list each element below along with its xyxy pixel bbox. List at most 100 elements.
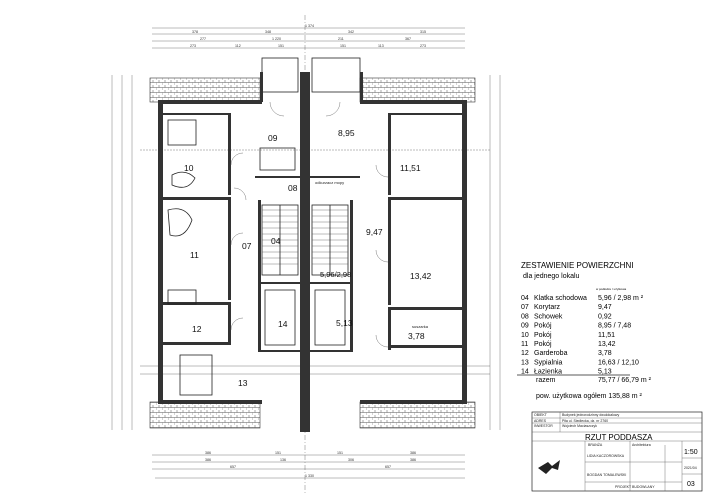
- summary-row-no: 14: [521, 369, 529, 376]
- dim: 211: [338, 37, 344, 41]
- summary-title: ZESTAWIENIE POWIERZCHNI: [521, 261, 633, 270]
- room-label-10: 10: [184, 163, 194, 173]
- sheet-number: 03: [687, 481, 695, 488]
- adres-value: Piła ul. Siedlecka, dz. nr 2760: [562, 419, 608, 423]
- summary-row-value: 3,78: [598, 350, 612, 357]
- dim: 1 220: [272, 37, 281, 41]
- room-label-09: 09: [268, 133, 278, 143]
- scale: 1:50: [684, 449, 698, 456]
- summary-row-name: Sypialnia: [534, 359, 563, 366]
- summary-row-no: 12: [521, 350, 529, 357]
- dim: 151: [275, 451, 281, 455]
- dim-top-total: 1 374: [305, 24, 314, 28]
- room-label-area: 11,51: [400, 163, 421, 173]
- overall-area: pow. użytkowa ogółem 135,88 m ²: [536, 393, 643, 400]
- furniture: [167, 119, 346, 396]
- dim: 657: [230, 465, 236, 469]
- dim: 151: [278, 44, 284, 48]
- room-label-area: 13,42: [410, 271, 432, 281]
- summary-row-name: Łazienka: [534, 369, 562, 376]
- summary-row-value: 13,42: [598, 341, 616, 348]
- room-label-08: 08: [288, 183, 298, 193]
- room-label-area: 5,13: [336, 318, 353, 328]
- bottom-dimensions: 386 151 151 386 386 136 306 386 657 657 …: [152, 451, 465, 479]
- room-label-area: 5,96/2,98: [320, 270, 351, 279]
- drawing-title: RZUT PODDASZA: [585, 433, 653, 442]
- dim: 151: [337, 451, 343, 455]
- balcony-top-right: [311, 57, 361, 93]
- summary-row-name: Schowek: [534, 313, 563, 320]
- summary-row-no: 13: [521, 359, 529, 366]
- dim: 306: [348, 458, 354, 462]
- room-note-dryer: suszarka: [412, 324, 429, 329]
- room-label-13: 13: [238, 378, 248, 388]
- summary-row-no: 11: [521, 341, 528, 348]
- dim: 113: [378, 44, 384, 48]
- dim: 378: [192, 30, 198, 34]
- stairs: [261, 204, 349, 276]
- summary-row-value: 8,95 / 7,48: [598, 323, 631, 330]
- obiekt-label: OBIEKT: [534, 413, 548, 417]
- summary-row-name: Pokój: [534, 332, 552, 339]
- dim: 136: [280, 458, 286, 462]
- dim: 386: [410, 451, 416, 455]
- top-dimensions: 1 374 378 348 342 315 277 1 220 211 367 …: [152, 24, 465, 49]
- checker-name: BOGDAN TOMALEWSKI: [587, 473, 626, 477]
- project-stage: PROJEKT BUDOWLANY: [615, 485, 655, 489]
- summary-row-name: Pokój: [534, 323, 552, 330]
- inwestor-value: Wojciech Maciaszczyk: [562, 424, 597, 428]
- walls: [158, 72, 467, 432]
- adres-label: ADRES: [534, 419, 547, 423]
- summary-subtitle: dla jednego lokalu: [523, 273, 580, 280]
- total-label: razem: [536, 377, 556, 384]
- summary-row-no: 04: [521, 295, 529, 302]
- dim: 386: [410, 458, 416, 462]
- summary-row-value: 5,13: [598, 369, 612, 376]
- obiekt-value: Budynek jednorodzinny dwulokalowy: [562, 413, 619, 417]
- room-note-storage: odkurzacz mopy: [315, 180, 344, 185]
- roof-hatch-top-left: [149, 77, 261, 103]
- room-label-area: 3,78: [408, 331, 425, 341]
- dim: 386: [205, 451, 211, 455]
- company-logo: [538, 460, 560, 474]
- room-label-07: 07: [242, 241, 252, 251]
- summary-row-value: 16,63 / 12,10: [598, 359, 639, 366]
- branza-label: BRANŻA: [588, 442, 603, 447]
- summary-header: w podłodze / użytkowa: [596, 287, 627, 291]
- dim: 367: [405, 37, 411, 41]
- dim: 112: [235, 44, 241, 48]
- summary-row-name: Garderoba: [534, 350, 568, 357]
- title-block: OBIEKT Budynek jednorodzinny dwulokalowy…: [531, 411, 703, 492]
- summary-row-no: 10: [521, 332, 529, 339]
- dim: 315: [420, 30, 426, 34]
- dim: 386: [205, 458, 211, 462]
- balcony-top-left: [261, 57, 299, 93]
- dim: 151: [340, 44, 346, 48]
- roof-hatch-bottom-left: [149, 401, 261, 429]
- branza-value: Architektura: [632, 443, 651, 447]
- dim: 273: [190, 44, 196, 48]
- dim: 342: [348, 30, 354, 34]
- summary-row-value: 11,51: [598, 332, 615, 339]
- dim: 277: [200, 37, 206, 41]
- dim: 348: [265, 30, 271, 34]
- room-label-11: 11: [190, 250, 199, 260]
- area-summary: ZESTAWIENIE POWIERZCHNI dla jednego loka…: [517, 261, 652, 400]
- summary-row-value: 5,96 / 2,98 m ²: [598, 295, 644, 302]
- inwestor-label: INWESTOR: [534, 424, 553, 428]
- roof-hatch-top-right: [359, 77, 476, 103]
- dim: 273: [420, 44, 426, 48]
- door-swings: [230, 101, 389, 348]
- summary-row-name: Klatka schodowa: [534, 295, 587, 302]
- room-label-04: 04: [271, 236, 281, 246]
- summary-row-no: 08: [521, 313, 529, 320]
- summary-row-name: Pokój: [534, 341, 552, 348]
- summary-row-name: Korytarz: [534, 304, 561, 311]
- room-label-area: 9,47: [366, 227, 383, 237]
- dim-bottom-total: 1 330: [305, 474, 314, 478]
- summary-row-value: 0,92: [598, 313, 612, 320]
- dim: 657: [385, 465, 391, 469]
- date: 2021/04: [684, 466, 697, 470]
- summary-row-no: 07: [521, 304, 529, 311]
